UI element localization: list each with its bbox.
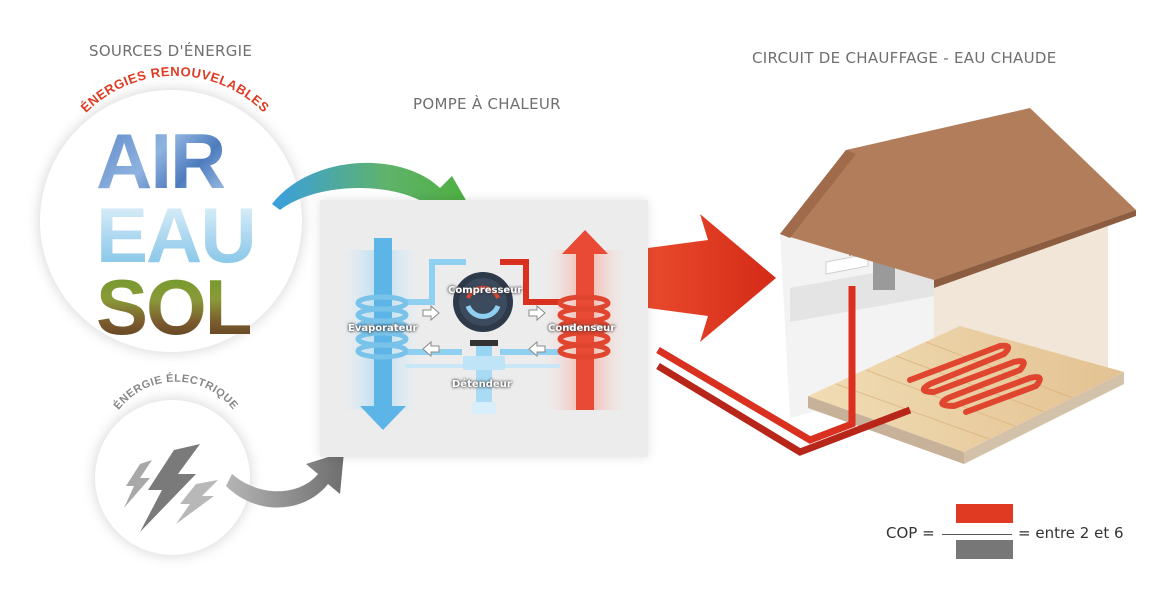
sources-heading: SOURCES D'ÉNERGIE bbox=[89, 42, 253, 60]
supply-pipe bbox=[656, 286, 856, 444]
expander-label: Détendeur bbox=[452, 379, 512, 390]
evaporator-coil bbox=[355, 294, 409, 360]
circuit-heading: CIRCUIT DE CHAUFFAGE - EAU CHAUDE bbox=[752, 49, 1057, 67]
sol-word: SOL bbox=[96, 263, 252, 351]
flow-direction-icons bbox=[422, 304, 546, 358]
eau-word: EAU bbox=[96, 191, 257, 279]
cop-numerator-heat bbox=[956, 504, 1013, 523]
evaporator-label: Evaporateur bbox=[348, 323, 418, 334]
cop-label: COP = bbox=[886, 524, 935, 542]
air-word: AIR bbox=[96, 117, 226, 205]
underfloor-heating-coil bbox=[907, 342, 1043, 415]
compressor-icon bbox=[453, 272, 513, 332]
roof bbox=[780, 108, 1136, 280]
cop-fraction-line bbox=[942, 534, 1012, 535]
cop-denominator-electric bbox=[956, 540, 1013, 559]
condenser-label: Condenseur bbox=[548, 323, 616, 334]
hot-flow-arrow bbox=[562, 230, 608, 410]
electric-input-arrow bbox=[226, 452, 344, 508]
lightning-icon bbox=[124, 444, 218, 532]
cold-flow-arrow bbox=[360, 238, 406, 430]
cop-result: = entre 2 et 6 bbox=[1018, 524, 1124, 542]
renewable-energy-disc bbox=[40, 90, 302, 352]
renewable-input-arrow bbox=[272, 162, 482, 228]
pump-heading: POMPE À CHALEUR bbox=[413, 95, 561, 113]
heat-output-arrow bbox=[648, 214, 776, 342]
expansion-valve-icon bbox=[463, 340, 505, 414]
return-pipe bbox=[656, 363, 912, 456]
compressor-label: Compresseur bbox=[448, 285, 523, 296]
window bbox=[873, 262, 895, 290]
condenser-coil bbox=[557, 294, 611, 360]
